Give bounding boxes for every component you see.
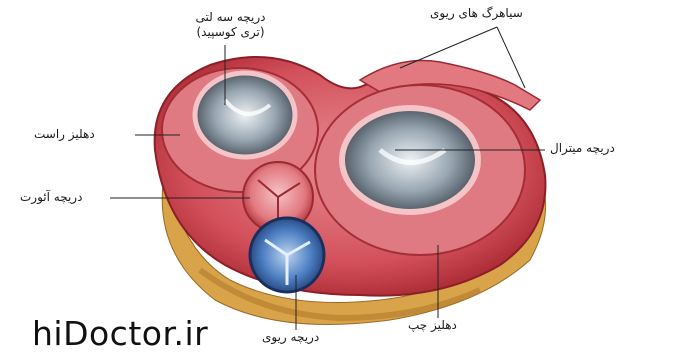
watermark: hiDoctor.ir [32,314,208,353]
label-aortic-valve: دریچه آئورت [20,190,82,205]
label-mitral-valve: دریچه میترال [550,141,615,156]
label-pulmonary-valve: دریچه ریوی [262,330,319,345]
label-tricuspid-valve: دریچه سه لتی (تری کوسپید) [178,10,283,40]
label-right-atrium: دهلیز راست [34,127,95,142]
label-tricuspid-line2: (تری کوسپید) [178,25,283,40]
label-tricuspid-line1: دریچه سه لتی [178,10,283,25]
label-pulmonary-veins: سیاهرگ های ریوی [430,6,523,21]
label-left-atrium: دهلیز چپ [408,318,457,333]
